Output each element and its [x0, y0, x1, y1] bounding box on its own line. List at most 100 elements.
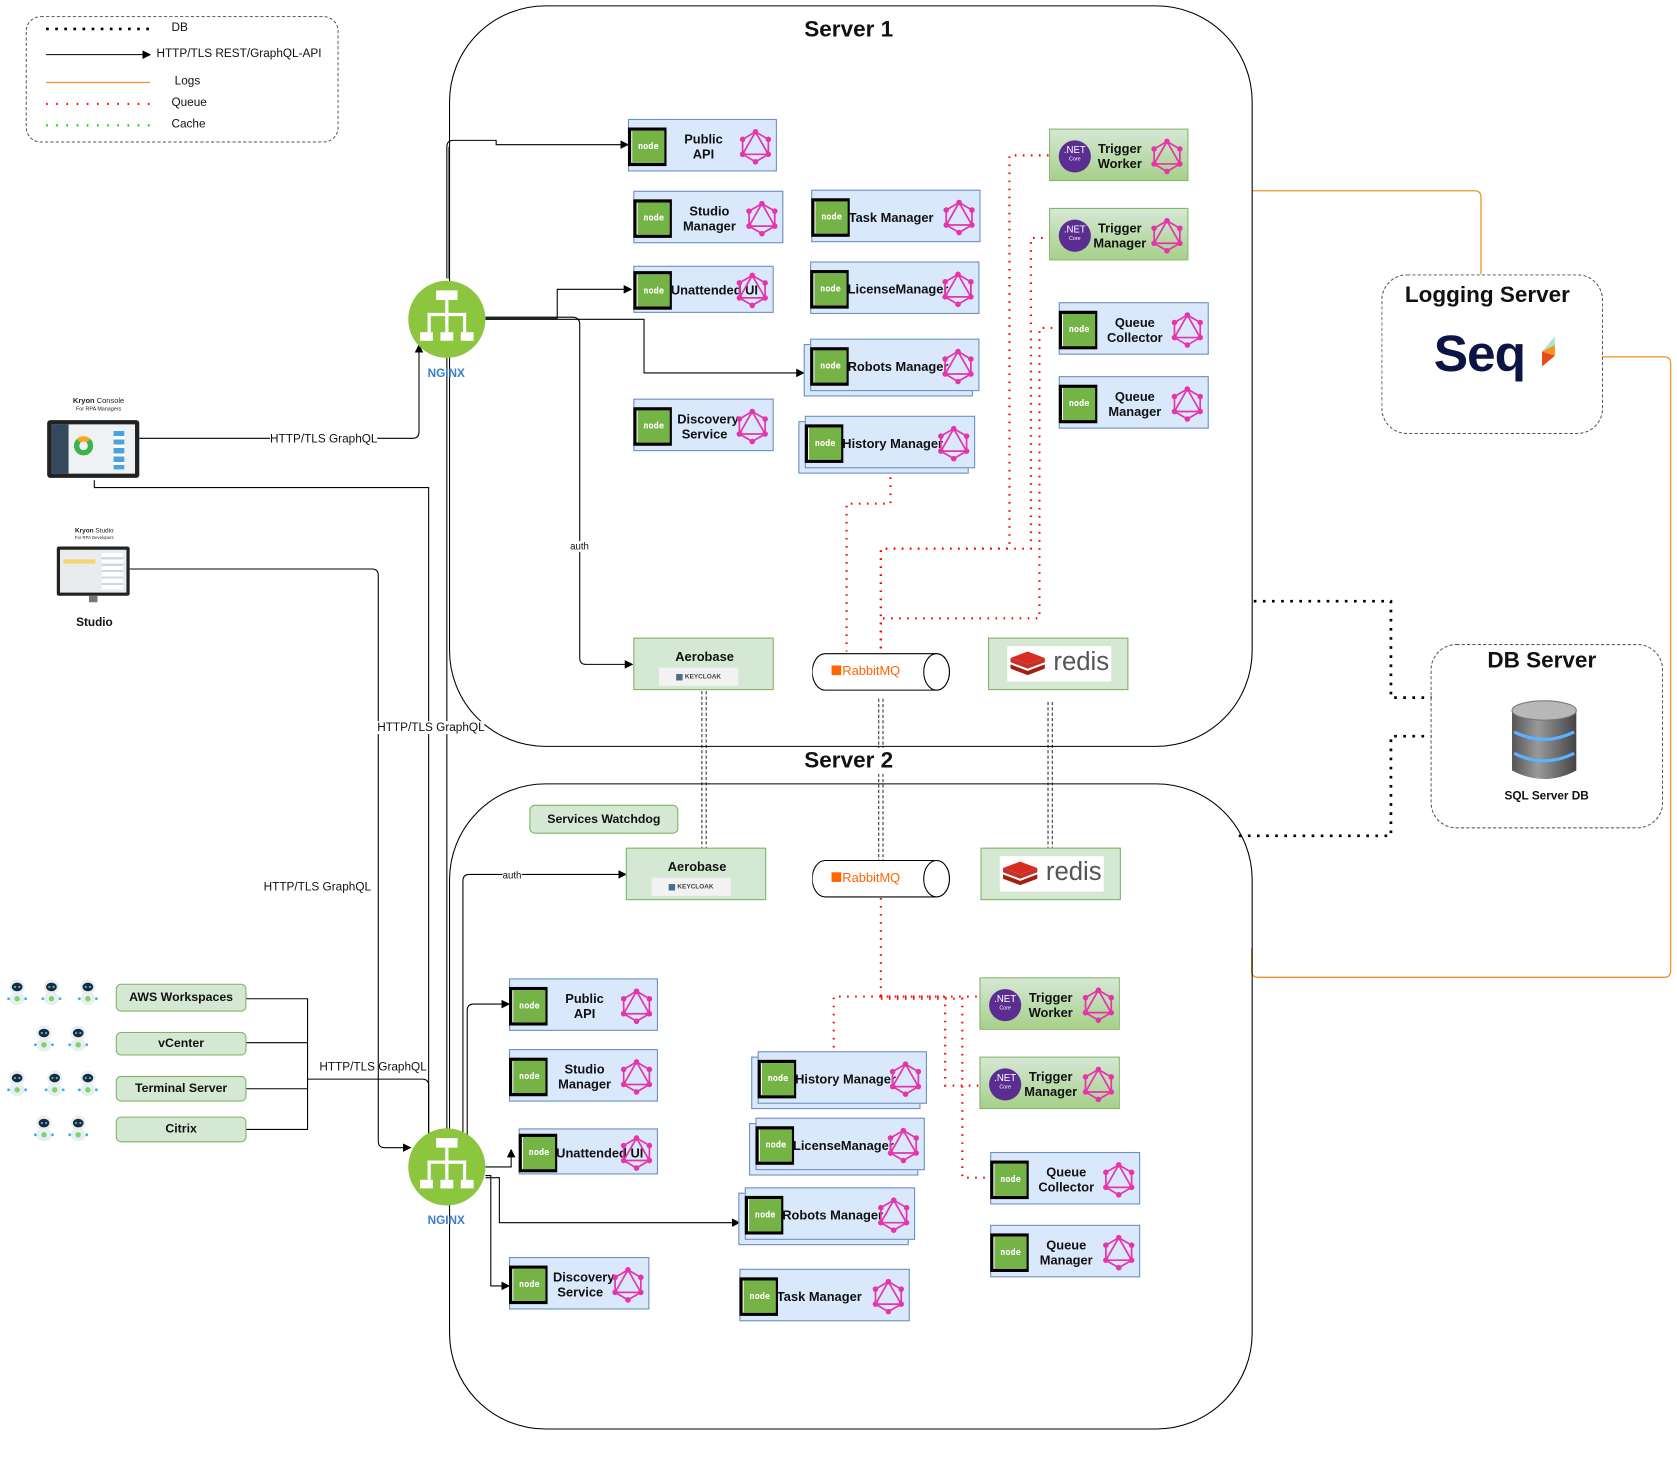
legend-lines — [46, 27, 152, 127]
studio-sub: For RPA Developers — [74, 534, 114, 541]
graphql-icon — [936, 425, 972, 461]
graphql-icon — [1080, 986, 1116, 1023]
graphql-icon — [1169, 385, 1205, 422]
aerobase-server1[interactable]: Aerobase KEYCLOAK — [633, 637, 774, 691]
kryon-console-icon[interactable] — [47, 420, 140, 478]
services-watchdog[interactable]: Services Watchdog — [529, 804, 679, 834]
redis-server2-label: redis — [1045, 857, 1102, 887]
redis-server1[interactable]: redis — [988, 637, 1129, 691]
nodejs-icon: node — [509, 986, 548, 1025]
server1-studio-manager-service[interactable]: node Studio Manager — [633, 190, 784, 244]
studio-caption: Kryon Studio For RPA Developers — [66, 528, 122, 541]
server2-queue-collector-service[interactable]: node Queue Collector — [990, 1151, 1141, 1205]
nodejs-icon: node — [633, 271, 672, 310]
server2-queue-collector-label: Queue Collector — [1038, 1164, 1095, 1195]
db-connections — [1238, 599, 1432, 838]
graphql-icon — [1169, 311, 1205, 348]
env-aws-workspaces[interactable]: AWS Workspaces — [115, 983, 247, 1012]
server1-robots-manager-label: Robots Manager — [847, 358, 949, 374]
server2-task-manager-label: Task Manager — [776, 1288, 862, 1304]
server1-history-manager-label: History Manager — [842, 435, 944, 451]
graphql-icon — [618, 1134, 654, 1171]
server1-trigger-manager-label: Trigger Manager — [1093, 220, 1147, 251]
graphql-icon — [885, 1127, 921, 1163]
database-icon — [1511, 700, 1577, 780]
nginx-server1-icon[interactable] — [408, 280, 486, 358]
server1-title: Server 1 — [804, 17, 894, 42]
rabbitmq-server1[interactable]: RabbitMQ — [811, 653, 950, 691]
graphql-icon — [870, 1278, 906, 1314]
env-vcenter[interactable]: vCenter — [115, 1031, 247, 1056]
env-citrix[interactable]: Citrix — [115, 1116, 247, 1143]
robot-icon — [40, 978, 64, 1006]
nodejs-icon: node — [990, 1160, 1029, 1199]
server1-public-api-label: Public API — [684, 131, 723, 162]
nodejs-icon: node — [755, 1125, 795, 1165]
server1-studio-manager-label: Studio Manager — [682, 203, 736, 234]
server2-unattended-ui-label: Unattended UI — [556, 1145, 644, 1161]
robot-icon — [5, 978, 29, 1006]
nodejs-icon: node — [744, 1195, 784, 1234]
keycloak-logo: KEYCLOAK — [651, 877, 731, 896]
sql-server-db-label: SQL Server DB — [1504, 789, 1589, 803]
nodejs-icon: node — [810, 346, 849, 386]
legend-http-label: HTTP/TLS REST/GraphQL-API — [156, 47, 322, 61]
server1-queue-collector-label: Queue Collector — [1106, 314, 1163, 345]
nodejs-icon: node — [990, 1232, 1029, 1272]
nginx-server2-label: NGINX — [427, 1214, 465, 1227]
edge-label-console-graphql: HTTP/TLS GraphQL — [270, 432, 378, 446]
rabbitmq-server2[interactable]: RabbitMQ — [811, 859, 950, 898]
auth-label-server2: auth — [502, 870, 522, 881]
nginx-server2-icon[interactable] — [408, 1128, 486, 1206]
nodejs-icon: node — [739, 1276, 778, 1316]
nodejs-icon: node — [518, 1133, 558, 1172]
edge-label-console-graphql-s2: HTTP/TLS GraphQL — [263, 880, 372, 894]
edge-label-studio-graphql: HTTP/TLS GraphQL — [377, 721, 485, 735]
graphql-icon — [737, 128, 773, 165]
server1-container — [449, 5, 1253, 747]
server2-studio-manager-label: Studio Manager — [558, 1061, 611, 1092]
graphql-icon — [618, 987, 654, 1024]
graphql-icon — [618, 1058, 654, 1095]
nodejs-icon: node — [804, 423, 844, 463]
nodejs-icon: node — [633, 198, 672, 238]
graphql-icon — [1149, 138, 1185, 174]
robot-icon — [32, 1114, 56, 1142]
db-server-title: DB Server — [1487, 648, 1597, 673]
nodejs-icon: node — [509, 1265, 548, 1304]
server2-title: Server 2 — [741, 747, 956, 774]
kryon-studio-icon[interactable] — [56, 546, 130, 596]
nodejs-icon: node — [1058, 384, 1098, 423]
server2-discovery-service-label: Discovery Service — [552, 1269, 615, 1300]
env-terminal-server[interactable]: Terminal Server — [115, 1075, 247, 1102]
aerobase-server2[interactable]: Aerobase KEYCLOAK — [625, 847, 767, 901]
redis-server2[interactable]: redis — [980, 847, 1121, 901]
graphql-icon — [610, 1266, 646, 1303]
legend-db-label: DB — [171, 21, 188, 35]
aerobase-server1-label: Aerobase — [675, 649, 734, 665]
robot-icon — [43, 1069, 67, 1097]
